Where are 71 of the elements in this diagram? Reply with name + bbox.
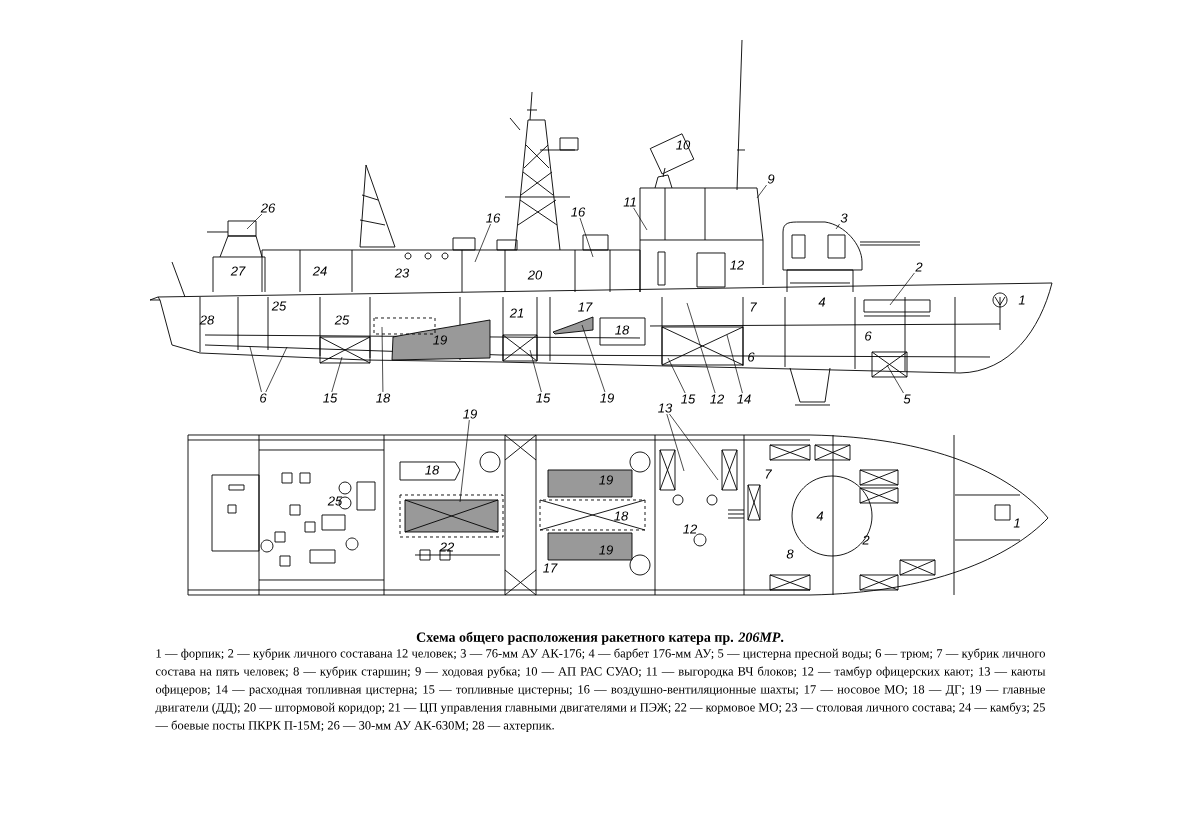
callout-number: 22	[439, 542, 455, 552]
leader-line	[265, 346, 288, 393]
leader-line	[669, 413, 719, 481]
caption-text: 1 — форпик; 2 — кубрик личного составана 12 человек; 3 — 76-мм АУ АК-176; 4 — барбет 176-мм АУ; 5 — цистерна пресной воды; 6 — трюм; 7 — кубрик личного состава на пять человек; 8 — кубрик старшин; 9 — ходовая рубка; 10 — АП РАС СУАО; 11 — выгородка ВЧ блоков; 12 — тамбур офицерских кают; 13 — каюты офицеров; 14 — расходная топливная цистерна; 15 — топливные цистерны; 16 — воздушно-вентиляционные шахты; 17 — носовое МО; 18 — ДГ; 19 — главные двигатели (ДД); 20 — штормовой коридор; 21 — ЦП управления главными двигателями и ПЭЖ; 22 — кормовое МО; 23 — столовая личного состава; 24 — камбуз; 25 — боевые посты ПКРК П-15М; 26 — 30-мм АУ АК-630М; 28 — ахтерпик.	[155, 648, 1046, 733]
callout-number: 25	[327, 496, 343, 506]
leader-line	[249, 346, 262, 393]
callout-number: 15	[323, 393, 338, 403]
callout-number: 16	[486, 213, 501, 223]
callout-number: 17	[578, 302, 593, 312]
leader-line	[246, 213, 263, 230]
leader-line	[686, 302, 716, 394]
callout-number: 5	[903, 394, 911, 404]
callout-number: 15	[536, 393, 551, 403]
callout-number: 8	[786, 549, 794, 559]
callout-number: 21	[509, 308, 524, 318]
callout-number: 20	[527, 270, 543, 280]
callout-number: 19	[600, 393, 614, 403]
callout-number: 4	[818, 297, 826, 307]
leader-line	[726, 334, 743, 394]
leader-line	[381, 326, 384, 393]
leader-line	[666, 413, 685, 472]
callout-number: 25	[334, 315, 350, 325]
caption-title: Схема общего расположения ракетного катера пр. 206МР.	[416, 631, 784, 645]
leader-line	[579, 217, 594, 258]
callout-number: 12	[730, 260, 745, 270]
callout-number: 6	[260, 393, 267, 403]
callout-number: 6	[748, 352, 755, 362]
callout-number: 18	[615, 325, 630, 335]
callout-number: 13	[658, 403, 673, 413]
leader-line	[835, 223, 840, 230]
callout-number: 12	[710, 394, 725, 404]
callout-number: 2	[862, 535, 870, 545]
callout-number: 1	[1018, 295, 1025, 305]
leader-line	[886, 364, 904, 394]
callout-number: 9	[767, 174, 775, 184]
leader-line	[474, 223, 491, 263]
callout-number: 28	[199, 315, 215, 325]
leader-line	[667, 357, 686, 394]
leader-line	[529, 349, 542, 393]
callout-number: 19	[599, 545, 613, 555]
callout-number: 24	[312, 266, 327, 276]
callout-number: 11	[623, 197, 636, 207]
callout-number: 27	[230, 266, 246, 276]
callout-number: 6	[865, 331, 872, 341]
callout-number: 19	[433, 335, 447, 345]
leader-line	[581, 324, 606, 393]
callout-number: 18	[425, 465, 440, 475]
callout-number: 10	[676, 140, 691, 150]
leader-line	[889, 272, 915, 306]
leader-line	[331, 356, 343, 393]
callout-number: 1	[1013, 518, 1020, 528]
callout-number: 18	[376, 393, 391, 403]
callout-number: 2	[915, 262, 923, 272]
callout-number: 15	[681, 394, 696, 404]
callout-number: 16	[571, 207, 586, 217]
callout-number: 7	[750, 302, 758, 312]
callout-number: 17	[543, 563, 558, 573]
leader-line	[633, 207, 648, 231]
callout-number: 25	[271, 301, 287, 311]
callout-number: 19	[463, 409, 477, 419]
callout-number: 3	[840, 213, 848, 223]
leader-line	[459, 419, 470, 503]
leader-line	[756, 184, 767, 199]
callout-number: 7	[765, 469, 773, 479]
callout-number: 14	[737, 394, 751, 404]
callout-number: 12	[683, 524, 698, 534]
callout-number: 18	[614, 511, 629, 521]
callout-number: 4	[816, 511, 824, 521]
callout-number: 23	[394, 268, 410, 278]
callout-number: 26	[260, 203, 276, 213]
callout-number: 19	[599, 475, 613, 485]
